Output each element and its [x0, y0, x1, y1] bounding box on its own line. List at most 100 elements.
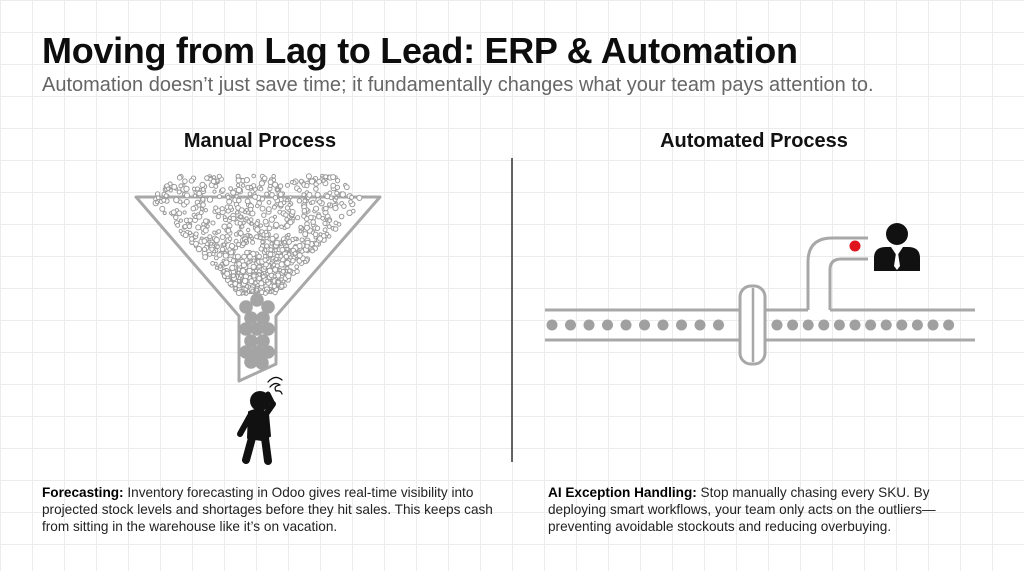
funnel-item — [246, 260, 251, 265]
funnel-item — [254, 234, 260, 240]
funnel-item — [272, 181, 279, 188]
funnel-item — [216, 173, 222, 179]
pipeline-item — [896, 319, 908, 331]
funnel-item — [218, 264, 223, 269]
funnel-item — [332, 226, 339, 232]
funnel-item — [293, 236, 298, 241]
funnel-neck-item — [250, 322, 264, 336]
funnel-item — [200, 202, 206, 208]
funnel-item — [254, 226, 261, 233]
funnel-item — [224, 270, 231, 277]
funnel-item — [313, 186, 319, 192]
funnel-item — [236, 242, 242, 247]
funnel-item — [231, 273, 236, 279]
funnel-item — [190, 205, 197, 212]
funnel-item — [322, 220, 328, 226]
pipeline-item — [602, 319, 613, 331]
funnel-item — [236, 197, 242, 204]
funnel-neck-item — [239, 322, 253, 336]
funnel-item — [228, 243, 236, 250]
funnel-item — [269, 241, 274, 246]
funnel-item — [288, 195, 293, 200]
funnel-item — [213, 255, 219, 261]
funnel-item — [183, 185, 190, 193]
automated-caption-lead: AI Exception Handling: — [548, 485, 697, 500]
funnel-item — [178, 228, 183, 234]
funnel-item — [196, 190, 202, 197]
funnel-item — [294, 268, 300, 275]
manual-caption-body: Inventory forecasting in Odoo gives real… — [42, 485, 493, 534]
funnel-item — [279, 224, 284, 230]
funnel-item — [289, 180, 294, 185]
funnel-item — [209, 246, 215, 252]
funnel-item — [235, 177, 242, 184]
funnel-item — [266, 225, 273, 232]
funnel-item — [251, 173, 256, 179]
funnel-item — [254, 203, 260, 209]
funnel-item — [183, 198, 190, 205]
automated-caption: AI Exception Handling: Stop manually cha… — [548, 484, 988, 535]
funnel-item — [247, 191, 253, 197]
funnel-item — [199, 207, 204, 211]
funnel-item — [186, 223, 193, 230]
funnel-item — [290, 258, 296, 264]
funnel-item — [335, 178, 341, 184]
funnel-item — [241, 183, 246, 188]
manual-caption: Forecasting: Inventory forecasting in Od… — [42, 484, 494, 535]
funnel-neck-item — [261, 345, 275, 359]
funnel-item — [313, 205, 320, 212]
funnel-item — [266, 267, 274, 275]
funnel-item — [244, 238, 248, 243]
funnel-item — [356, 194, 363, 201]
funnel-item — [165, 186, 171, 191]
funnel-item — [244, 284, 250, 289]
funnel-item — [262, 257, 268, 263]
exception-item — [849, 240, 861, 252]
funnel-item — [295, 215, 301, 221]
funnel-item — [228, 204, 234, 210]
funnel-item — [244, 198, 251, 205]
funnel-item — [265, 278, 270, 283]
funnel-item — [349, 194, 355, 200]
funnel-item — [219, 246, 226, 253]
funnel-item — [250, 288, 255, 293]
funnel-item — [334, 195, 339, 200]
funnel-item — [196, 203, 202, 208]
funnel-item — [253, 268, 259, 273]
funnel-item — [230, 258, 236, 264]
page-title: Moving from Lag to Lead: ERP & Automatio… — [42, 30, 798, 71]
funnel-item — [193, 231, 199, 237]
funnel-item — [268, 247, 274, 253]
funnel-item — [227, 236, 233, 241]
funnel-item — [235, 290, 242, 296]
funnel-item — [213, 183, 219, 189]
funnel-neck-item — [261, 322, 275, 336]
funnel-item — [195, 245, 203, 253]
funnel-item — [330, 174, 337, 181]
funnel-item — [261, 274, 266, 280]
funnel-item — [229, 283, 234, 288]
funnel-item — [314, 191, 321, 198]
funnel-item — [241, 277, 249, 285]
funnel-item — [272, 274, 277, 279]
funnel-item — [199, 181, 206, 188]
funnel-neck-item — [261, 300, 275, 314]
funnel-item — [266, 200, 272, 205]
funnel-item — [187, 217, 193, 224]
funnel-item — [234, 253, 241, 260]
funnel-item — [268, 216, 275, 223]
funnel-item — [220, 187, 226, 193]
funnel-item — [297, 187, 302, 193]
funnel-neck-item — [250, 293, 264, 307]
funnel-item — [272, 195, 279, 201]
funnel-item — [210, 220, 216, 226]
funnel-item — [294, 264, 300, 270]
funnel-item — [215, 178, 220, 183]
funnel-item — [212, 189, 217, 194]
funnel-item — [313, 241, 320, 247]
funnel-item — [277, 183, 284, 189]
manager-icon — [874, 223, 920, 271]
funnel-item — [240, 224, 245, 229]
pipeline-items — [546, 319, 955, 331]
funnel-item — [200, 187, 206, 192]
